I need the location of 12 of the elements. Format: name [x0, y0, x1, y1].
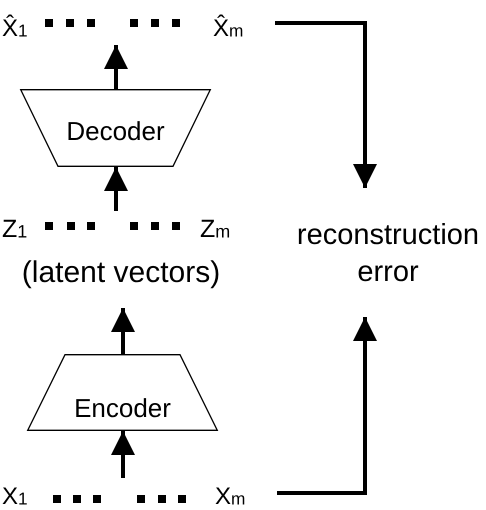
- block-label: Encoder: [74, 395, 171, 421]
- arrow: [104, 45, 128, 89]
- trapezoid-block: [27, 354, 218, 431]
- trapezoid-block: [20, 89, 211, 167]
- block-label: Decoder: [66, 118, 165, 144]
- arrow: [275, 21, 377, 188]
- arrow: [277, 317, 377, 495]
- output-label: reconstruction error: [296, 218, 480, 290]
- arrow: [111, 308, 135, 354]
- caption-label: (latent vectors): [22, 258, 220, 288]
- arrow: [104, 167, 128, 211]
- arrow: [111, 431, 135, 478]
